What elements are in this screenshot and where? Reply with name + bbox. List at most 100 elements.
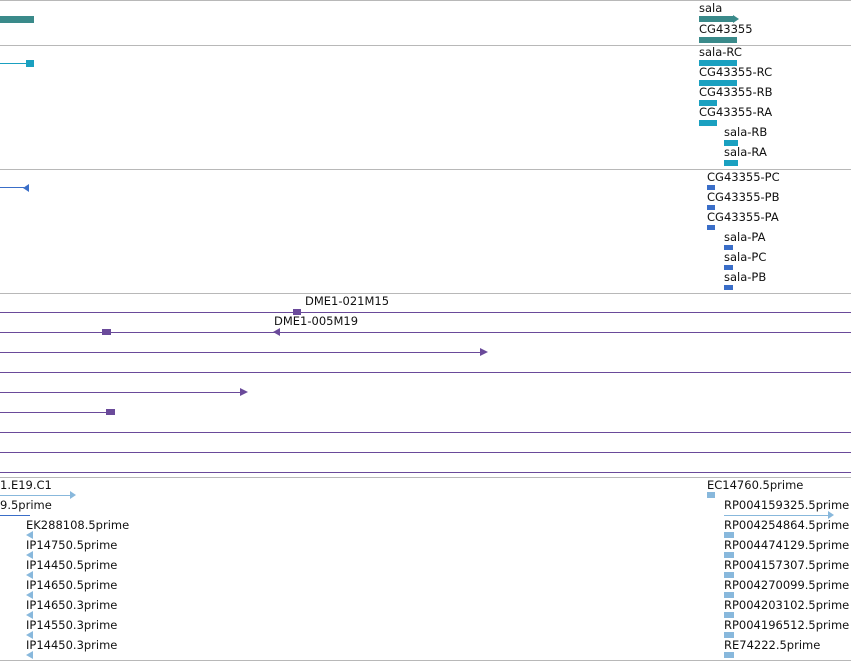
transcript-label-sala-rb[interactable]: sala-RB xyxy=(724,125,768,139)
clone-line[interactable] xyxy=(0,452,851,453)
transcript-intron-line xyxy=(0,63,26,64)
est-label-rp004270099[interactable]: RP004270099.5prime xyxy=(724,578,850,592)
transcript-label-sala-ra[interactable]: sala-RA xyxy=(724,145,767,159)
est-label-ip14750-5[interactable]: IP14750.5prime xyxy=(26,538,118,552)
clone-line[interactable] xyxy=(0,332,108,333)
est-label-rp004474129[interactable]: RP004474129.5prime xyxy=(724,538,850,552)
est-label-ip14450-5[interactable]: IP14450.5prime xyxy=(26,558,118,572)
est-feature[interactable] xyxy=(724,632,734,638)
strand-arrow-icon xyxy=(26,651,33,659)
gene-track: sala CG43355 xyxy=(0,0,851,45)
est-line[interactable] xyxy=(724,515,832,516)
est-feature[interactable] xyxy=(724,592,734,598)
protein-feature[interactable] xyxy=(707,185,715,190)
transcript-exon[interactable] xyxy=(699,80,737,86)
track-divider xyxy=(0,0,851,1)
clone-line[interactable] xyxy=(0,412,108,413)
protein-label-sala-pc[interactable]: sala-PC xyxy=(724,250,767,264)
strand-arrow-icon xyxy=(70,491,76,499)
transcript-exon[interactable] xyxy=(699,60,737,66)
clone-end-marker xyxy=(293,309,301,315)
protein-feature[interactable] xyxy=(724,245,733,250)
track-divider xyxy=(0,45,851,46)
clone-line[interactable] xyxy=(0,392,242,393)
est-label-ek288108[interactable]: EK288108.5prime xyxy=(26,518,130,532)
strand-arrow-icon xyxy=(828,511,834,519)
est-label-ip14450-3[interactable]: IP14450.3prime xyxy=(26,638,118,652)
protein-feature[interactable] xyxy=(707,225,715,230)
clone-label-dme1-021m15[interactable]: DME1-021M15 xyxy=(305,294,390,308)
strand-arrow-icon xyxy=(240,388,248,396)
gene-label-cg43355[interactable]: CG43355 xyxy=(699,22,753,36)
est-feature[interactable] xyxy=(724,532,734,538)
gene-feature-bar[interactable] xyxy=(699,37,737,43)
track-divider xyxy=(0,169,851,170)
est-label-ip14650-3[interactable]: IP14650.3prime xyxy=(26,598,118,612)
est-line[interactable] xyxy=(0,515,30,516)
est-label-ip14550-3[interactable]: IP14550.3prime xyxy=(26,618,118,632)
est-label-rp004203102[interactable]: RP004203102.5prime xyxy=(724,598,850,612)
est-feature[interactable] xyxy=(724,572,734,578)
est-label-rp004196512[interactable]: RP004196512.5prime xyxy=(724,618,850,632)
est-label-rp004157307[interactable]: RP004157307.5prime xyxy=(724,558,850,572)
clone-line[interactable] xyxy=(0,432,851,433)
clone-label-dme1-005m19[interactable]: DME1-005M19 xyxy=(274,314,359,328)
protein-label-cg43355-pc[interactable]: CG43355-PC xyxy=(707,170,780,184)
strand-arrow-icon xyxy=(23,184,29,192)
strand-arrow-icon xyxy=(733,15,739,23)
transcript-exon[interactable] xyxy=(26,60,34,67)
est-feature[interactable] xyxy=(707,492,715,498)
est-label[interactable]: 9.5prime xyxy=(0,498,52,512)
clone-line[interactable] xyxy=(0,352,482,353)
gene-feature-bar[interactable] xyxy=(0,16,34,23)
gene-feature-bar[interactable] xyxy=(699,16,733,22)
transcript-exon[interactable] xyxy=(724,140,738,146)
protein-label-cg43355-pa[interactable]: CG43355-PA xyxy=(707,210,779,224)
strand-arrow-icon xyxy=(26,531,33,539)
strand-arrow-icon xyxy=(273,328,280,336)
clone-line[interactable] xyxy=(0,332,851,333)
gene-label-sala[interactable]: sala xyxy=(699,1,723,15)
protein-line xyxy=(0,187,24,188)
est-label-rp004254864[interactable]: RP004254864.5prime xyxy=(724,518,850,532)
clone-line[interactable] xyxy=(0,372,851,373)
transcript-exon[interactable] xyxy=(699,120,717,126)
clone-track: DME1-021M15 DME1-005M19 xyxy=(0,294,851,477)
transcript-exon[interactable] xyxy=(724,160,738,166)
est-label-rp004159325[interactable]: RP004159325.5prime xyxy=(724,498,850,512)
est-line[interactable] xyxy=(0,495,72,496)
clone-end-marker xyxy=(106,409,115,415)
est-label-re74222[interactable]: RE74222.5prime xyxy=(724,638,821,652)
clone-line[interactable] xyxy=(0,312,851,313)
protein-feature[interactable] xyxy=(724,285,733,290)
strand-arrow-icon xyxy=(26,611,33,619)
strand-arrow-icon xyxy=(26,551,33,559)
protein-track: CG43355-PC CG43355-PB CG43355-PA sala-PA… xyxy=(0,170,851,293)
transcript-label-cg43355-rc[interactable]: CG43355-RC xyxy=(699,65,773,79)
transcript-label-sala-rc[interactable]: sala-RC xyxy=(699,45,742,59)
est-label-ip14650-5[interactable]: IP14650.5prime xyxy=(26,578,118,592)
strand-arrow-icon xyxy=(26,591,33,599)
strand-arrow-icon xyxy=(480,348,488,356)
protein-feature[interactable] xyxy=(724,265,733,270)
est-feature[interactable] xyxy=(724,652,734,658)
est-feature[interactable] xyxy=(724,612,734,618)
strand-arrow-icon xyxy=(26,631,33,639)
protein-feature[interactable] xyxy=(707,205,715,210)
clone-end-marker xyxy=(102,329,111,335)
transcript-label-cg43355-ra[interactable]: CG43355-RA xyxy=(699,105,773,119)
est-feature[interactable] xyxy=(724,552,734,558)
transcript-track: sala-RC CG43355-RC CG43355-RB CG43355-RA… xyxy=(0,46,851,169)
protein-label-sala-pb[interactable]: sala-PB xyxy=(724,270,767,284)
protein-label-cg43355-pb[interactable]: CG43355-PB xyxy=(707,190,780,204)
strand-arrow-icon xyxy=(26,571,33,579)
est-label[interactable]: 1.E19.C1 xyxy=(0,478,52,492)
transcript-exon[interactable] xyxy=(699,100,717,106)
protein-label-sala-pa[interactable]: sala-PA xyxy=(724,230,766,244)
track-divider xyxy=(0,293,851,294)
est-label-ec14760[interactable]: EC14760.5prime xyxy=(707,478,804,492)
clone-line[interactable] xyxy=(0,472,851,473)
est-track: 1.E19.C1 9.5prime EK288108.5prime IP1475… xyxy=(0,478,851,661)
transcript-label-cg43355-rb[interactable]: CG43355-RB xyxy=(699,85,773,99)
